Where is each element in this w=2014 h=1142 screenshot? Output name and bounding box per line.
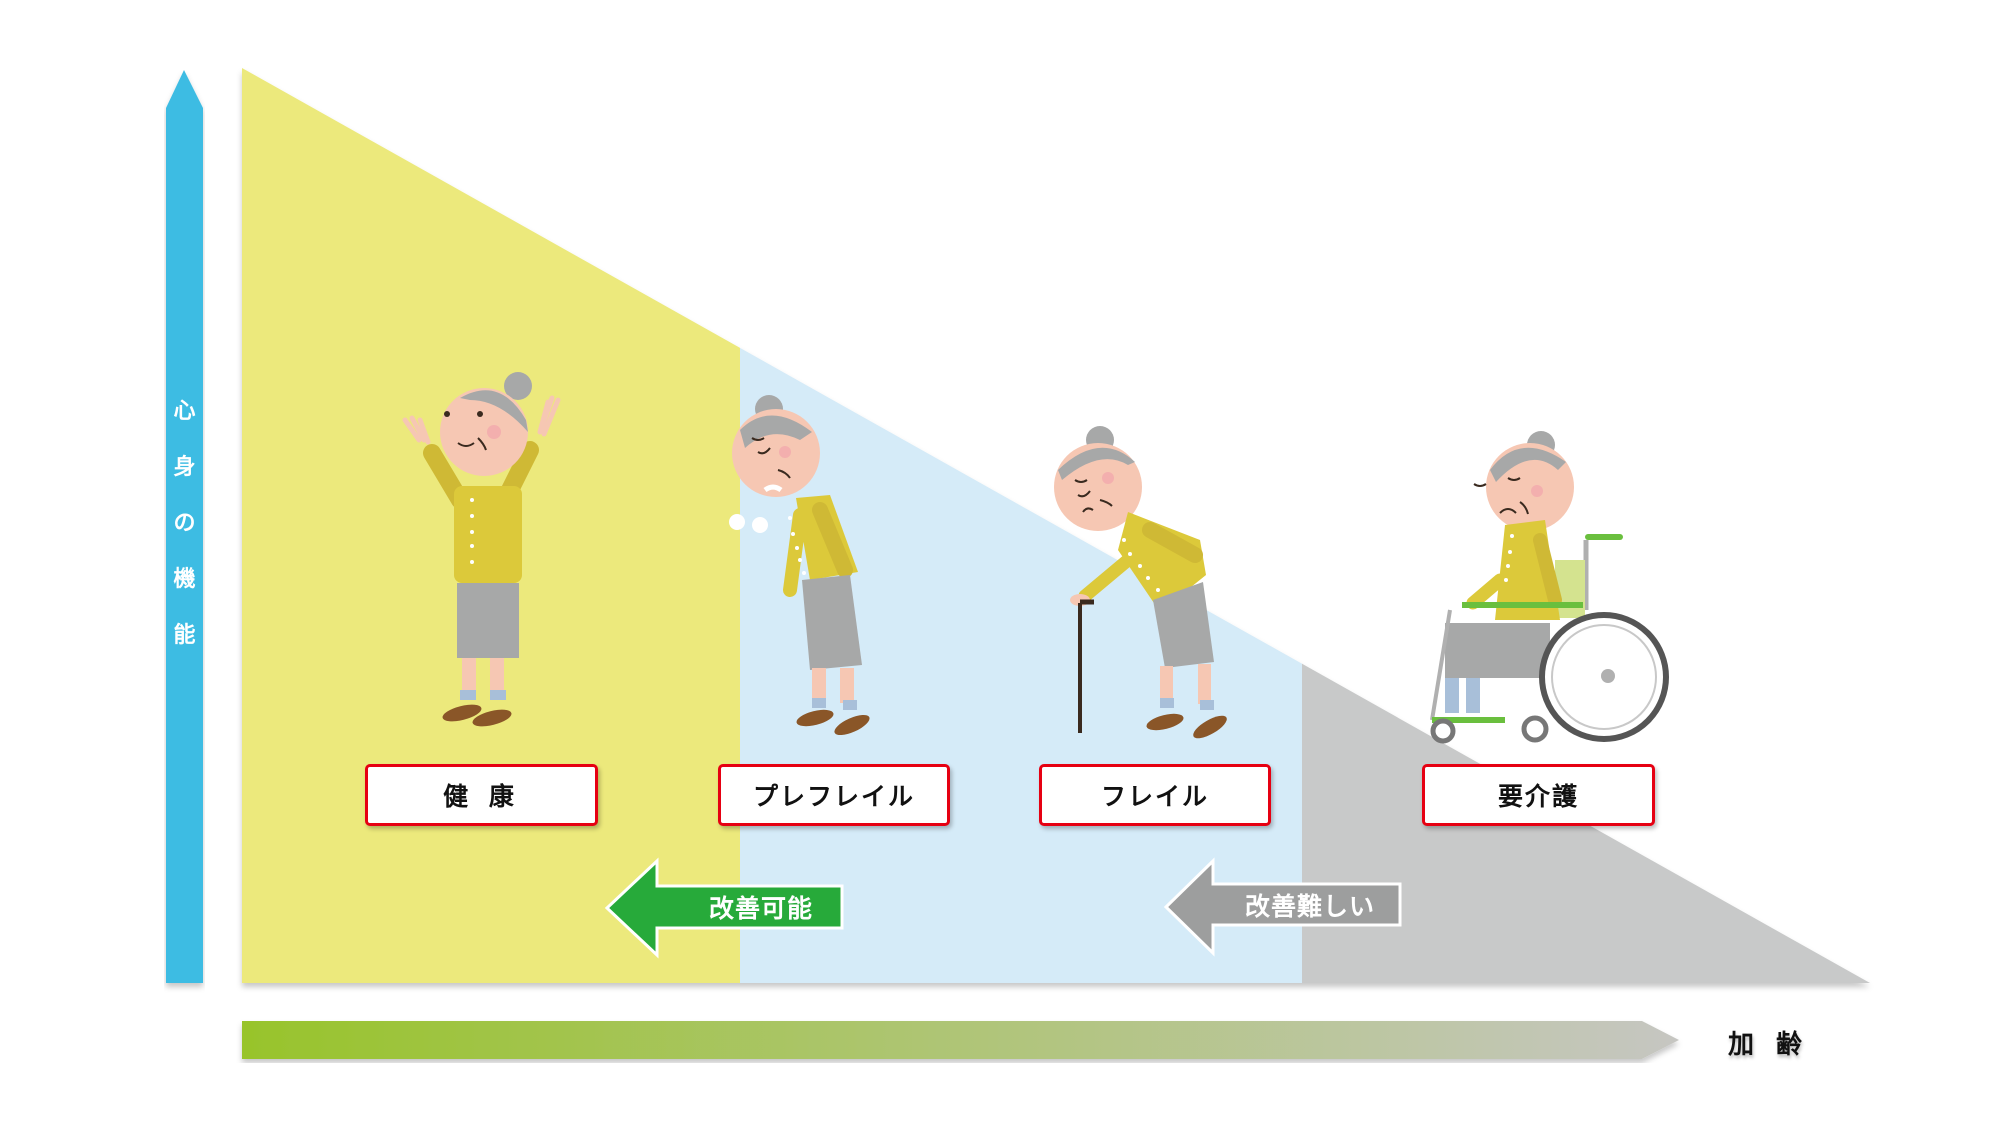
horizontal-axis-label: 加齢 [1728, 1024, 1824, 1061]
axis-char: 能 [173, 623, 196, 648]
stage-label-healthy: 健 康 [365, 764, 598, 826]
vertical-axis-label: 心 身 の 機 能 [166, 398, 203, 678]
vertical-axis-arrow [166, 70, 203, 983]
zone-care [1302, 68, 1870, 983]
axis-char: 加 [1728, 1030, 1777, 1060]
healthy-elder-figure-icon [402, 372, 561, 727]
stage-label-care-needed: 要介護 [1422, 764, 1655, 826]
stage-label-frail: フレイル [1039, 764, 1271, 826]
stage-label-pre-frail: プレフレイル [718, 764, 950, 826]
improvable-label: 改善可能 [708, 894, 813, 923]
stage-label-text: プレフレイル [752, 782, 915, 811]
stage-label-text: 要介護 [1497, 782, 1579, 811]
axis-char: 齢 [1776, 1030, 1825, 1060]
axis-char: 機 [173, 567, 196, 592]
axis-char: の [173, 511, 196, 536]
improvable-arrow-icon [604, 857, 844, 959]
hard-to-improve-arrow-icon [1163, 857, 1402, 957]
pre-frail-elder-figure-icon [729, 395, 870, 736]
age-progress-arrow [242, 1021, 1679, 1059]
care-needed-elder-wheelchair-figure-icon [1430, 431, 1669, 744]
stage-label-text: 健 康 [443, 782, 520, 811]
frail-elder-with-cane-figure-icon [1054, 426, 1227, 739]
axis-char: 身 [173, 455, 196, 480]
axis-char: 心 [173, 399, 196, 424]
stage-label-text: フレイル [1100, 782, 1209, 811]
hard-to-improve-label: 改善難しい [1244, 891, 1375, 921]
